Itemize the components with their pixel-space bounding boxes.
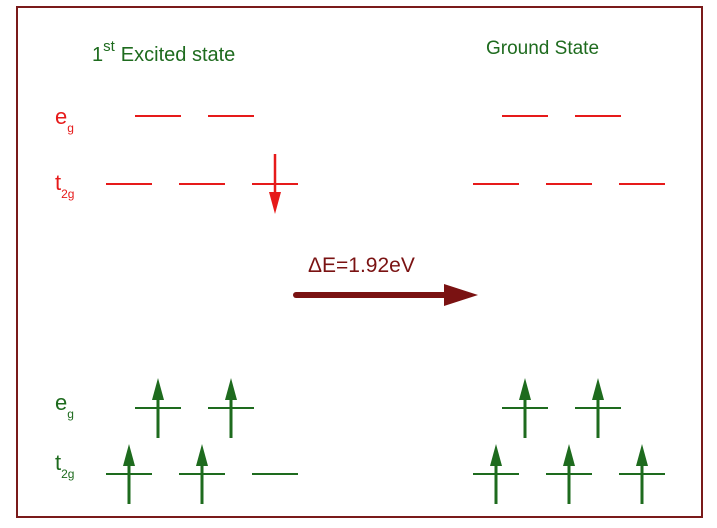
upper-t2g-label: t2g <box>55 170 74 201</box>
excited-lower-t2g-level-1-spin-up-arrow <box>123 444 135 504</box>
excited-lower-t2g-level-2-spin-up-arrow <box>196 444 208 504</box>
upper-t2g-base: t <box>55 170 61 195</box>
excited-lower-eg-level-1-spin-up-arrow <box>152 378 164 438</box>
lower-eg-label: eg <box>55 390 74 421</box>
excited-state-superscript: st <box>103 38 116 55</box>
excited-state-text: Excited state <box>121 44 236 66</box>
upper-eg-base: e <box>55 104 67 129</box>
ground-lower-eg-level-1-spin-up-arrow <box>519 378 531 438</box>
transition-energy-label: ΔE=1.92eV <box>308 254 415 277</box>
lower-t2g-base: t <box>55 450 61 475</box>
lower-eg-base: e <box>55 390 67 415</box>
excited-lower-eg-level-2-spin-up-arrow <box>225 378 237 438</box>
ground-lower-t2g-level-1-spin-up-arrow <box>490 444 502 504</box>
upper-eg-label: eg <box>55 104 74 135</box>
excited-state-ordinal: 1 <box>92 44 103 66</box>
ground-lower-t2g-level-2-spin-up-arrow <box>563 444 575 504</box>
energy-levels <box>106 115 665 504</box>
ground-lower-eg-level-2-spin-up-arrow <box>592 378 604 438</box>
lower-t2g-label: t2g <box>55 450 74 481</box>
ground-lower-t2g-level-3-spin-up-arrow <box>636 444 648 504</box>
ground-state-title: Ground State <box>486 38 599 59</box>
transition-arrow-head <box>444 284 478 306</box>
excited-upper-t2g-level-3-spin-down-arrow <box>269 154 281 214</box>
lower-t2g-sub: 2g <box>61 467 74 481</box>
upper-t2g-sub: 2g <box>61 187 74 201</box>
upper-eg-sub: g <box>67 121 74 135</box>
lower-eg-sub: g <box>67 407 74 421</box>
excited-state-title: 1st Excited state <box>92 38 235 66</box>
diagram-frame <box>16 6 703 518</box>
